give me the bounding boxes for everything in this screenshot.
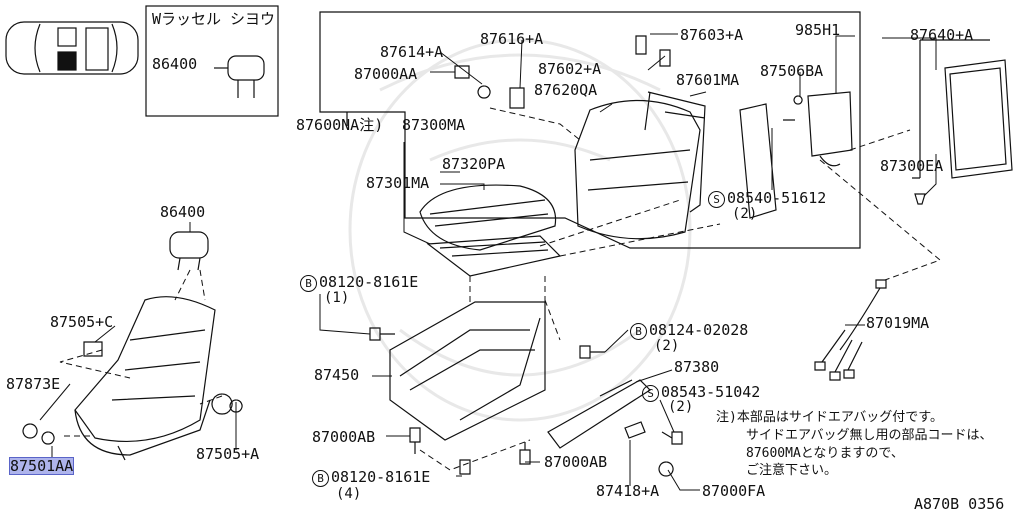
- note-line-1: 注)本部品はサイドエアバッグ付です。: [716, 410, 944, 425]
- qty-08124: (2): [654, 338, 680, 354]
- part-label-87640a[interactable]: 87640+A: [910, 26, 974, 44]
- part-label-87380[interactable]: 87380: [674, 358, 720, 376]
- inset-box: [145, 5, 279, 117]
- qty-08543: (2): [668, 399, 694, 415]
- part-label-87501aa[interactable]: 87501AA: [8, 457, 75, 475]
- part-label-87614a[interactable]: 87614+A: [380, 43, 444, 61]
- part-label-87602a[interactable]: 87602+A: [538, 60, 602, 78]
- screw-marker-icon: S: [708, 191, 725, 208]
- seat-rails: [389, 301, 546, 441]
- part-label-87616a[interactable]: 87616+A: [480, 30, 544, 48]
- bolt-marker-icon: B: [312, 470, 329, 487]
- part-label-86400[interactable]: 86400: [160, 203, 206, 221]
- part-label-87418a[interactable]: 87418+A: [596, 482, 660, 500]
- seat-back-frame: [644, 91, 706, 213]
- part-label-87300ea[interactable]: 87300EA: [880, 157, 944, 175]
- part-label-87320pa[interactable]: 87320PA: [442, 155, 506, 173]
- part-label-86400-inset[interactable]: 86400: [152, 55, 198, 73]
- part-label-87600na[interactable]: 87600NA注): [296, 116, 384, 134]
- note-line-4: ご注意下さい。: [746, 463, 838, 478]
- note-line-2: サイドエアバッグ無し用の部品コードは、: [746, 428, 993, 443]
- part-label-87300ma[interactable]: 87300MA: [402, 116, 466, 134]
- part-label-87000aa[interactable]: 87000AA: [354, 65, 418, 83]
- car-location-icon: [5, 21, 139, 75]
- part-label-87019ma[interactable]: 87019MA: [866, 314, 930, 332]
- headrest-inset-icon: [214, 55, 265, 98]
- headrest: [169, 231, 209, 259]
- part-label-87450[interactable]: 87450: [314, 366, 360, 384]
- part-label-87000fa[interactable]: 87000FA: [702, 482, 766, 500]
- watermark: [348, 38, 692, 422]
- diagram-code: A870B 0356: [914, 495, 1005, 513]
- part-label-87000ab-left[interactable]: 87000AB: [312, 428, 376, 446]
- part-label-87301ma[interactable]: 87301MA: [366, 174, 430, 192]
- screw-marker-icon: S: [642, 385, 659, 402]
- part-label-87603a[interactable]: 87603+A: [680, 26, 744, 44]
- full-seat-assembly: [74, 296, 216, 443]
- part-label-87505c[interactable]: 87505+C: [50, 313, 114, 331]
- part-label-87601ma[interactable]: 87601MA: [676, 71, 740, 89]
- seat-back-cover: [574, 99, 701, 240]
- airbag-pad: [944, 59, 1013, 179]
- inset-title: Wラッセル シヨウ: [152, 10, 276, 28]
- wire-harness: [821, 287, 881, 373]
- part-label-87506ba[interactable]: 87506BA: [760, 62, 824, 80]
- qty-08120-1: (1): [324, 290, 350, 306]
- bolt-marker-icon: B: [300, 275, 317, 292]
- qty-08120-4: (4): [336, 486, 362, 502]
- seat-cushion: [419, 184, 557, 251]
- part-label-87000ab-right[interactable]: 87000AB: [544, 453, 608, 471]
- note-line-3: 87600MAとなりますので、: [746, 446, 904, 461]
- part-label-87620qa[interactable]: 87620QA: [534, 81, 598, 99]
- qty-08540: (2): [732, 206, 758, 222]
- kit-box: [319, 11, 861, 249]
- part-label-985h1[interactable]: 985H1: [795, 21, 841, 39]
- bolt-marker-icon: B: [630, 323, 647, 340]
- part-label-87505a[interactable]: 87505+A: [196, 445, 260, 463]
- airbag-module: [807, 91, 853, 157]
- part-label-87873e[interactable]: 87873E: [6, 375, 61, 393]
